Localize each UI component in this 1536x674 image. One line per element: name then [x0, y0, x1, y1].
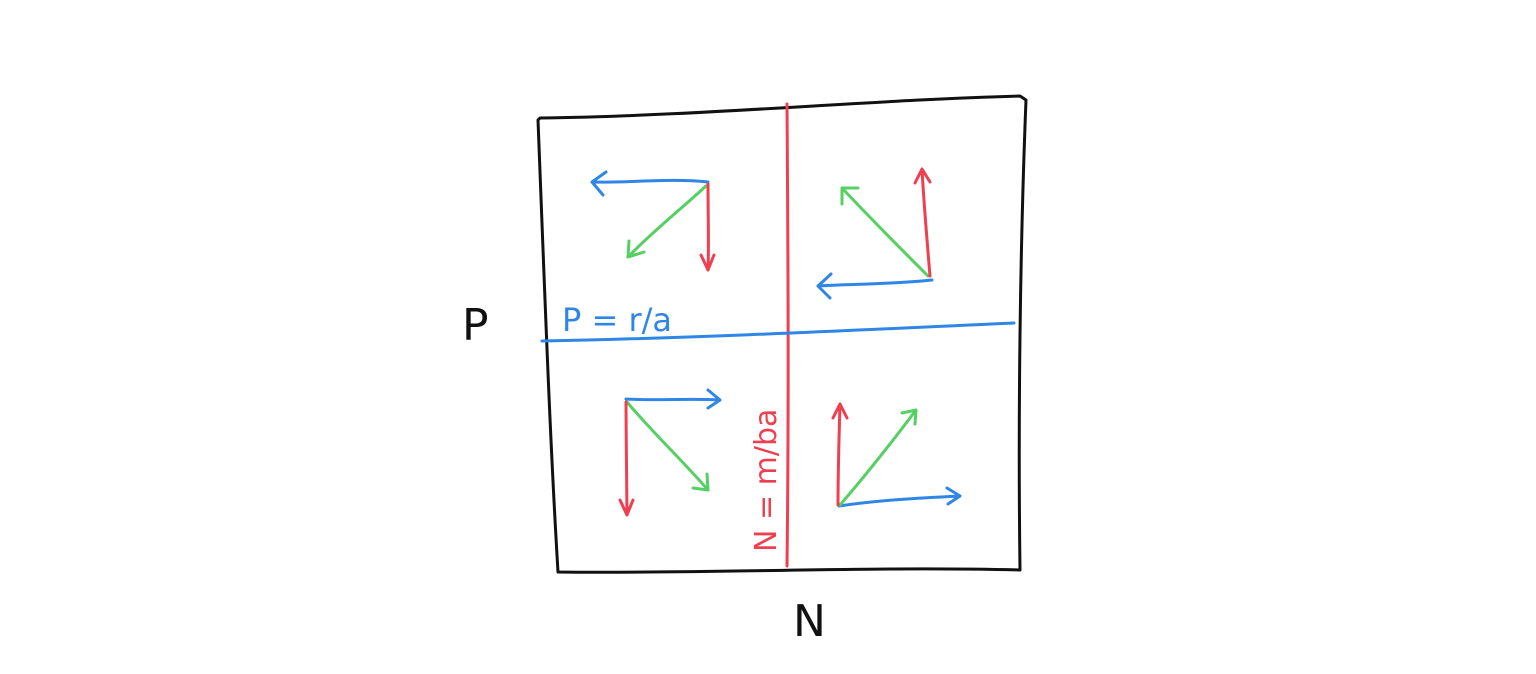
- red-arrow-up: [913, 167, 932, 278]
- red-arrow-down: [699, 182, 716, 272]
- blue-arrow-left: [816, 272, 934, 300]
- green-arrow-up-left: [840, 186, 930, 278]
- quadrant-bottom-left-arrows: [618, 388, 722, 517]
- blue-arrow-right: [624, 388, 722, 410]
- horizontal-nullcline: [540, 321, 1016, 343]
- vertical-axis-label: P: [462, 300, 489, 351]
- blue-arrow-right: [837, 486, 962, 508]
- quadrant-top-left-arrows: [590, 170, 716, 272]
- green-arrow-down-right: [625, 400, 710, 492]
- quadrant-top-right-arrows: [816, 167, 934, 300]
- horizontal-axis-label: N: [793, 596, 826, 647]
- red-arrow-up: [831, 402, 849, 507]
- green-arrow-up-right: [838, 408, 918, 507]
- blue-arrow-left: [590, 170, 710, 197]
- quadrant-bottom-right-arrows: [831, 402, 962, 508]
- red-arrow-down: [618, 400, 635, 517]
- green-arrow-down-left: [626, 184, 708, 259]
- horizontal-nullcline-label: P = r/a: [562, 301, 672, 339]
- vertical-nullcline-label: N = m/ba: [749, 409, 784, 552]
- vertical-nullcline: [785, 102, 790, 568]
- frame: [536, 94, 1028, 574]
